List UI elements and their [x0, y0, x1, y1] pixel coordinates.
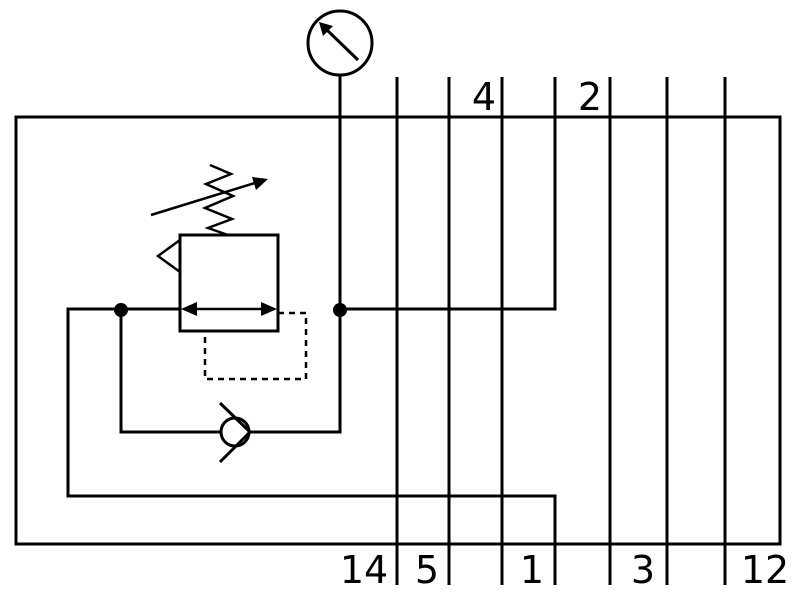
port-label-5: 5	[415, 548, 439, 592]
port-2-line	[340, 77, 557, 311]
adjustable-pressure-regulator-icon	[155, 233, 280, 333]
port-label-14: 14	[340, 548, 388, 592]
port-1-line	[66, 307, 557, 585]
pressure-gauge-icon	[306, 9, 374, 77]
port-label-1: 1	[520, 548, 544, 592]
check-valve-return	[250, 309, 342, 434]
port-label-2: 2	[578, 75, 602, 119]
port-label-12: 12	[741, 548, 789, 592]
junction-dot-left	[114, 303, 128, 317]
port-label-4: 4	[472, 75, 496, 119]
port-label-3: 3	[631, 548, 655, 592]
pilot-line-dashed	[203, 311, 308, 381]
adjustable-spring-icon	[150, 163, 268, 237]
check-valve-loop	[119, 309, 220, 434]
check-valve-icon	[218, 401, 253, 464]
junction-dot-right	[333, 303, 347, 317]
